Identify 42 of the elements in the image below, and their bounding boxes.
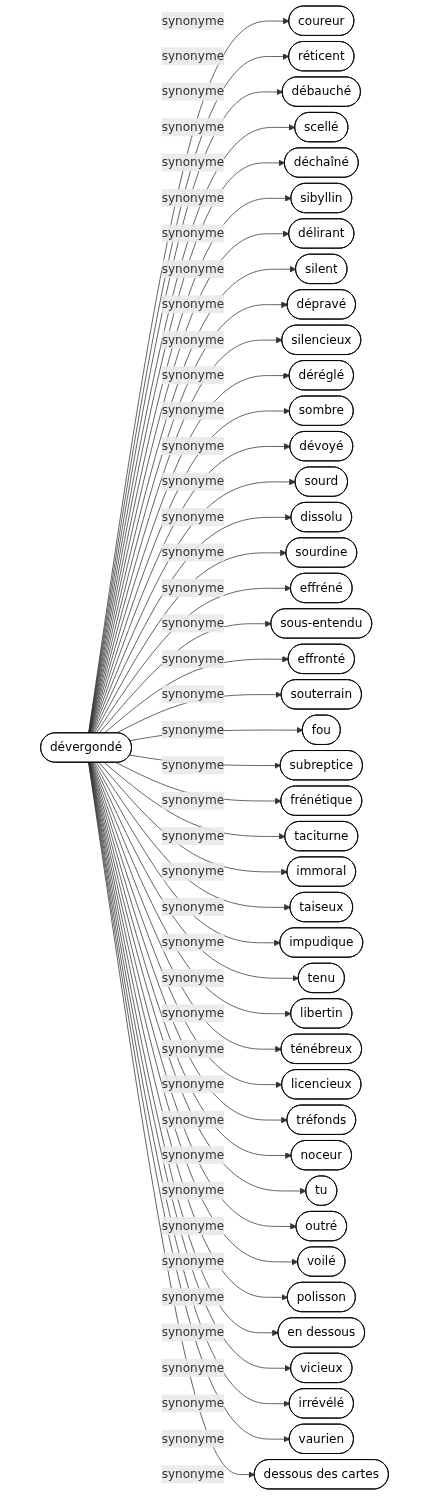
edge-label: synonyme [161, 1466, 225, 1482]
edge-label: synonyme [161, 970, 225, 985]
edge-label: synonyme [161, 1431, 225, 1446]
edge-label: synonyme [161, 190, 225, 205]
edge-label: synonyme [161, 1005, 225, 1021]
edge-label: synonyme [161, 1076, 225, 1092]
edge-label: synonyme [161, 84, 225, 99]
edge-label: synonyme [161, 757, 225, 773]
edge-label: synonyme [161, 1254, 225, 1269]
edge-label: synonyme [161, 474, 225, 489]
edge-label: synonyme [161, 119, 225, 134]
edge-label: synonyme [161, 864, 225, 879]
edge-label: synonyme [161, 1289, 225, 1304]
edge-label: synonyme [161, 1112, 225, 1127]
edge-label: synonyme [161, 509, 225, 524]
edge-label: synonyme [161, 1147, 225, 1162]
edge-label: synonyme [161, 1395, 225, 1411]
edge-label: synonyme [161, 580, 225, 595]
edge-label: synonyme [161, 686, 225, 702]
edge-label: synonyme [161, 544, 225, 560]
edge-label: synonyme [161, 403, 225, 418]
edge-label: synonyme [161, 296, 225, 312]
edge-label: synonyme [161, 1218, 225, 1233]
edge-label: synonyme [161, 225, 225, 241]
edge-label: synonyme [161, 367, 225, 383]
edge-label: synonyme [161, 13, 225, 28]
edge-label: synonyme [161, 1360, 225, 1375]
edge-label: synonyme [161, 155, 225, 170]
edge-label: synonyme [161, 1324, 225, 1340]
edge-label: synonyme [161, 332, 225, 347]
edge-label: synonyme [161, 438, 225, 453]
edge-label: synonyme [161, 934, 225, 950]
edge-label: synonyme [161, 722, 225, 737]
edge-label: synonyme [161, 261, 225, 276]
edge-label: synonyme [161, 793, 225, 808]
edge-label: synonyme [161, 615, 225, 631]
edge-label: synonyme [161, 828, 225, 843]
edge-label: synonyme [161, 1183, 225, 1198]
edge-label: synonyme [161, 1041, 225, 1056]
edge-label: synonyme [161, 651, 225, 666]
edge-label: synonyme [161, 899, 225, 914]
edge-label: synonyme [161, 48, 225, 63]
